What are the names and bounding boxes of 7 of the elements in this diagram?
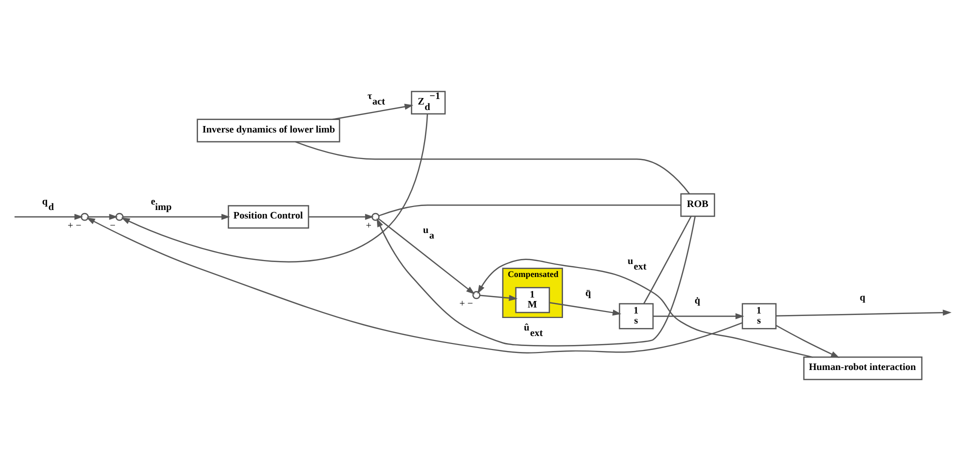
node-label: − <box>110 220 116 231</box>
node-label: + <box>366 220 372 231</box>
node-label: + − <box>68 220 82 231</box>
node-label: + − <box>459 298 474 309</box>
edge-label: q̈ <box>585 288 591 299</box>
edge-label: q̇ <box>694 295 700 306</box>
edge-label: q <box>860 292 866 304</box>
